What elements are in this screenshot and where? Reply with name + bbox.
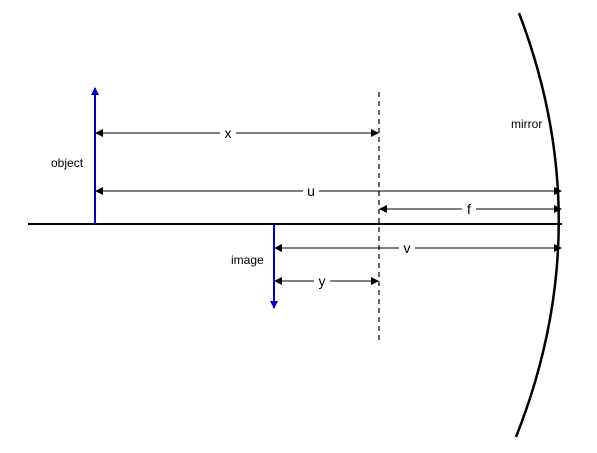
dimension-v-label: v	[404, 240, 411, 256]
mirror-label: mirror	[511, 117, 542, 131]
image-label: image	[231, 253, 264, 267]
dimension-u-label: u	[307, 183, 315, 199]
object-label: object	[51, 156, 84, 170]
dimension-y-label: y	[319, 273, 326, 289]
dimension-f-label: f	[467, 201, 471, 217]
dimension-x-label: x	[225, 125, 232, 141]
